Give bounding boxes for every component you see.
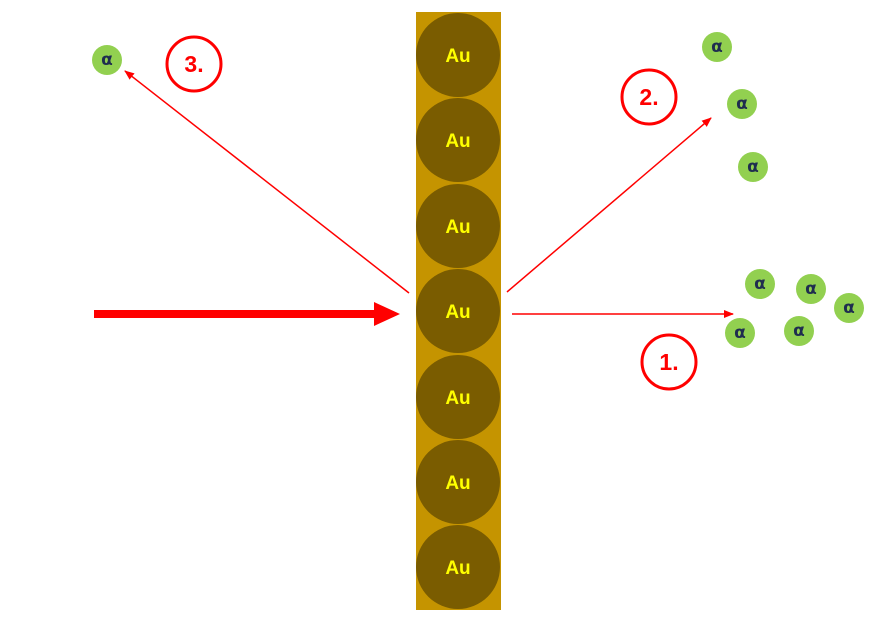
path-1-badge: 1. [640, 333, 698, 391]
alpha-particle-label: α [101, 50, 113, 70]
alpha-particle: α [727, 89, 757, 119]
gold-atom-circle [416, 355, 500, 439]
path-3-badge-label: 3. [184, 51, 203, 77]
gold-atom-label: Au [445, 558, 470, 579]
gold-atom: Au [416, 184, 500, 268]
alpha-particle-circle [738, 152, 768, 182]
alpha-particle: α [92, 45, 122, 75]
path-3-badge: 3. [165, 35, 223, 93]
alpha-particle-label: α [754, 274, 766, 294]
gold-atom-label: Au [445, 388, 470, 409]
path-3-arrow [124, 70, 410, 294]
alpha-particle-label: α [734, 323, 746, 343]
gold-atom-circle [416, 184, 500, 268]
incident-beam-arrow [94, 302, 400, 326]
gold-atom-circle [416, 440, 500, 524]
gold-atom-circle [416, 269, 500, 353]
alpha-particle-circle [92, 45, 122, 75]
gold-atom-label: Au [445, 302, 470, 323]
alpha-particle-circle [796, 274, 826, 304]
path-1-badge-label: 1. [659, 349, 678, 375]
path-2-badge-ring [620, 68, 678, 126]
alpha-particle-circle [745, 269, 775, 299]
gold-foil: Au Au Au Au Au Au Au [416, 12, 501, 610]
alpha-particle-circle [702, 32, 732, 62]
alpha-particle-label: α [843, 298, 855, 318]
alpha-particle-label: α [793, 321, 805, 341]
gold-atom: Au [416, 355, 500, 439]
alpha-particle-label: α [711, 37, 723, 57]
gold-atom-circle [416, 13, 500, 97]
alpha-particle-circle [725, 318, 755, 348]
path-3-badge-ring [165, 35, 223, 93]
alpha-particle: α [784, 316, 814, 346]
gold-atom: Au [416, 98, 500, 182]
gold-atom-label: Au [445, 473, 470, 494]
gold-atom: Au [416, 440, 500, 524]
gold-atom-circle [416, 98, 500, 182]
path-2-arrow [506, 117, 712, 293]
gold-atom-label: Au [445, 46, 470, 67]
alpha-particle-label: α [747, 157, 759, 177]
alpha-particle: α [725, 318, 755, 348]
gold-atom: Au [416, 525, 500, 609]
gold-atom-label: Au [445, 217, 470, 238]
alpha-particle: α [745, 269, 775, 299]
alpha-particle-circle [784, 316, 814, 346]
gold-atom: Au [416, 269, 500, 353]
alpha-particle-circle [834, 293, 864, 323]
alpha-particle: α [738, 152, 768, 182]
incident-beam-head [374, 302, 400, 326]
gold-atom-label: Au [445, 131, 470, 152]
alpha-particle: α [834, 293, 864, 323]
path-2-badge-label: 2. [639, 84, 658, 110]
path-2-badge: 2. [620, 68, 678, 126]
alpha-particle-circle [727, 89, 757, 119]
alpha-particle: α [796, 274, 826, 304]
alpha-particle-label: α [805, 279, 817, 299]
alpha-particle: α [702, 32, 732, 62]
gold-atom-circle [416, 525, 500, 609]
path-1-badge-ring [640, 333, 698, 391]
gold-atom: Au [416, 13, 500, 97]
alpha-particle-label: α [736, 94, 748, 114]
